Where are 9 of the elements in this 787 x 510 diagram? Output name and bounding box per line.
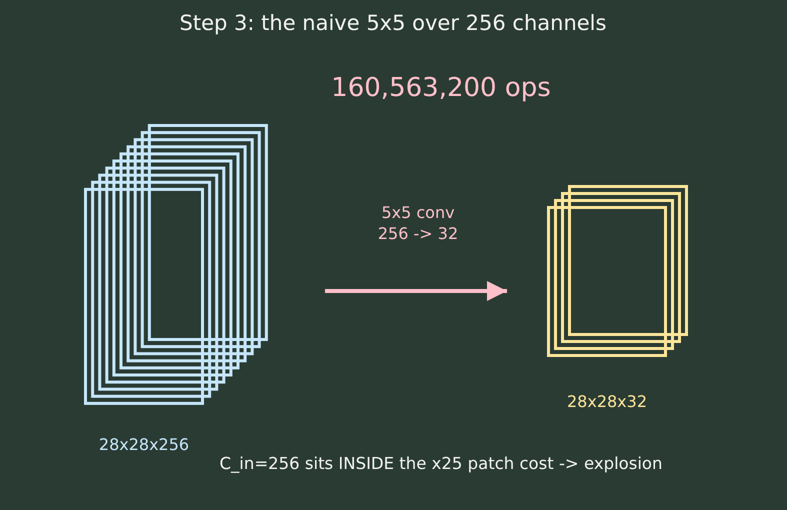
- feature-map-stack-drawing: [84, 124, 268, 405]
- diagram-title: Step 3: the naive 5x5 over 256 channels: [180, 11, 606, 35]
- feature-map-stack-drawing: [547, 185, 688, 357]
- note-text: C_in=256 sits INSIDE the x25 patch cost -> explosion: [220, 454, 662, 473]
- dimension-label: 28x28x32: [567, 392, 647, 411]
- edge-label: 5x5 conv 256 -> 32: [376, 202, 460, 244]
- dimension-label: 28x28x256: [98, 435, 190, 454]
- arrow: [325, 281, 507, 301]
- ops-count: 160,563,200 ops: [331, 73, 551, 103]
